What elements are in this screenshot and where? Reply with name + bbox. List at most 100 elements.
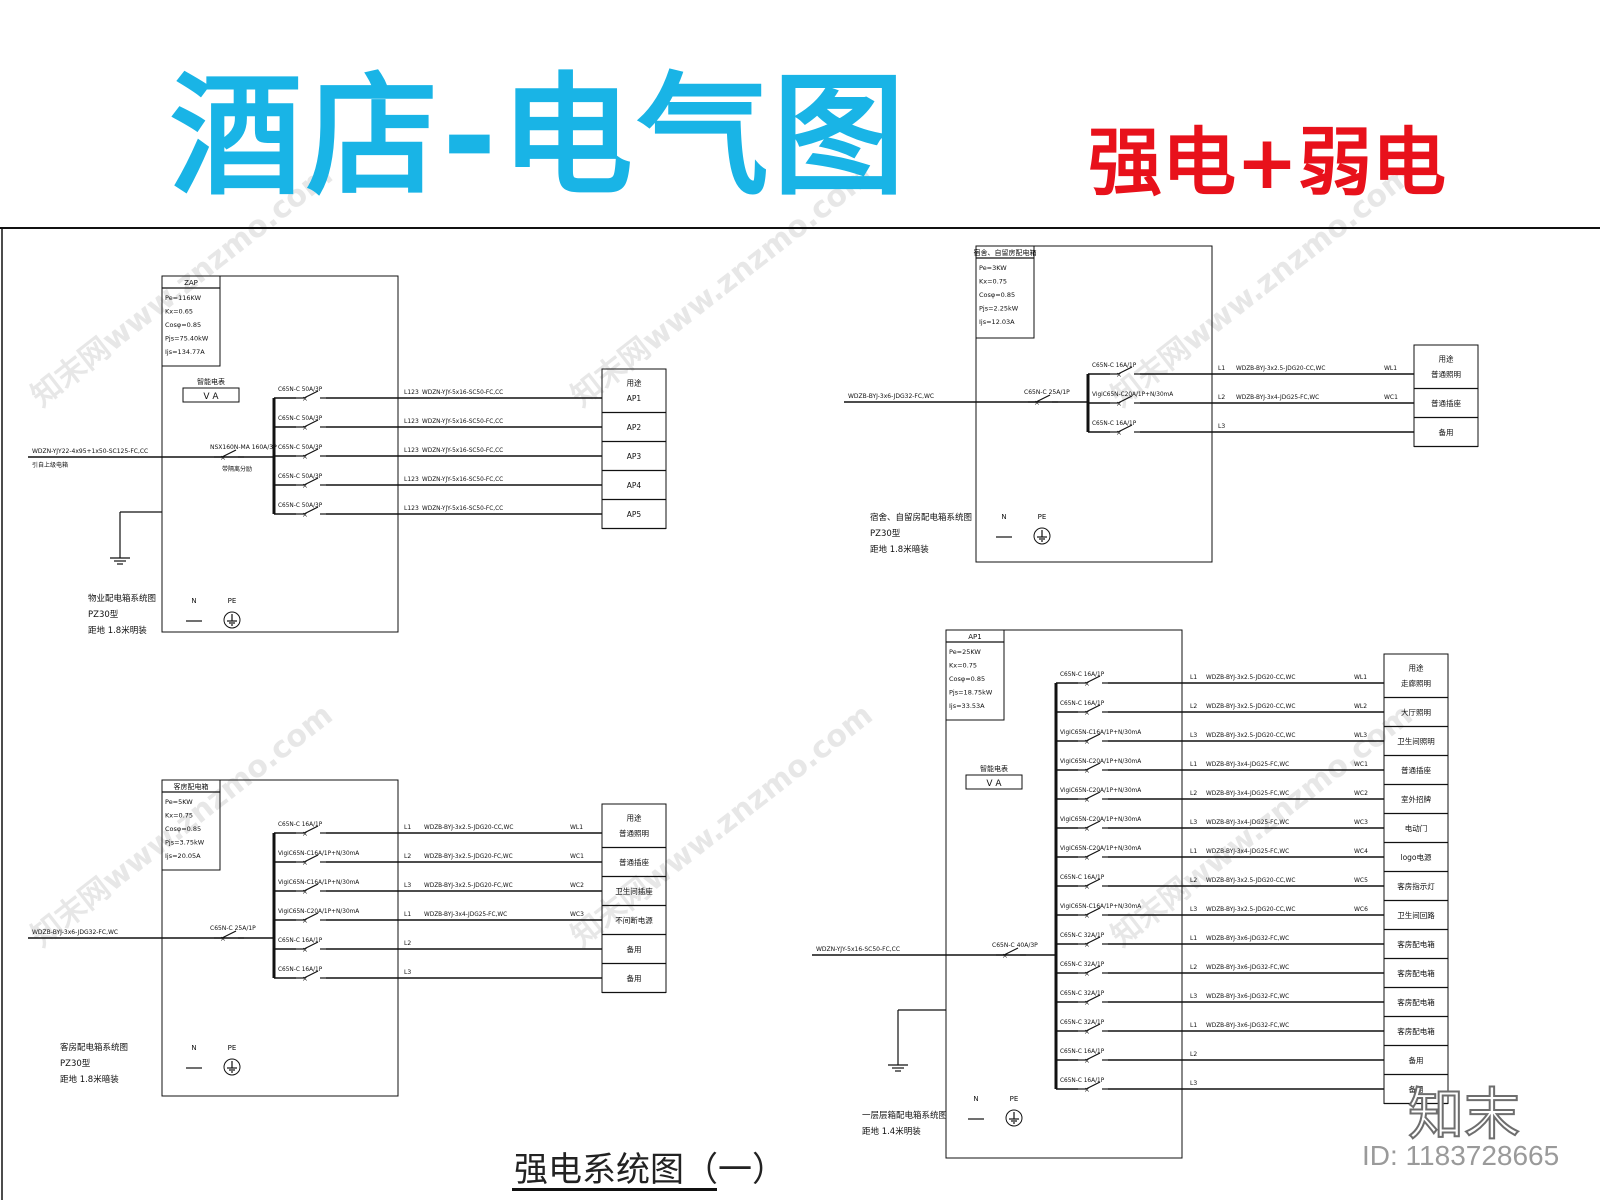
panel-ap1-circuit-7-breaker-blade	[1085, 849, 1101, 858]
panel-guest-circuit-2-breaker-cross: ×	[302, 859, 308, 867]
panel-dorm-circuit-1-breaker-label: C65N-C 16A/1P	[1092, 363, 1137, 369]
panel-guest-circuit-1-breaker-blade	[303, 825, 319, 834]
panel-ap1-meter-text: V A	[986, 779, 1002, 789]
panel-ap1-circuit-15-breaker-label: C65N-C 16A/1P	[1060, 1078, 1105, 1084]
panel-ap1-circuit-4-phase: L1	[1190, 761, 1197, 768]
panel-ap1-circuit-7-breaker-cross: ×	[1084, 854, 1090, 862]
panel-ap1-circuit-2-code: WL2	[1354, 703, 1367, 710]
panel-dorm-n-label: N	[1001, 513, 1006, 521]
panel-ap1-circuit-2-use: 大厅照明	[1401, 707, 1431, 717]
panel-guest-circuit-1-cable: WDZB-BYJ-3x2.5-JDG20-CC,WC	[424, 825, 513, 831]
panel-ap1-circuit-12-use: 客房配电箱	[1397, 997, 1435, 1007]
panel-guest-circuit-5-phase: L2	[404, 940, 411, 947]
panel-ap1-circuit-7-cable: WDZB-BYJ-3x4-JDG25-FC,WC	[1206, 849, 1289, 855]
panel-zap-name: ZAP	[184, 279, 198, 287]
panel-guest-circuit-3-breaker-blade	[303, 883, 319, 892]
panel-ap1-circuit-8-cable: WDZB-BYJ-3x2.5-JDG20-CC,WC	[1206, 878, 1295, 884]
panel-guest-param-table	[161, 779, 221, 871]
panel-ap1-circuit-8-code: WC5	[1354, 877, 1368, 884]
panel-zap-circuit-5-phase: L123	[404, 505, 419, 512]
panel-zap-circuit-3-breaker-label: C65N-C 50A/3P	[278, 445, 323, 451]
panel-zap-caption: 距地 1.8米明装	[88, 625, 147, 636]
panel-ap1-circuit-6-phase: L3	[1190, 819, 1197, 826]
panel-zap-param: Ijs=134.77A	[165, 348, 205, 356]
panel-guest-circuit-2-cable: WDZB-BYJ-3x2.5-JDG20-FC,WC	[424, 854, 513, 860]
panel-ap1-circuit-9-code: WC6	[1354, 906, 1368, 913]
panel-guest-circuit-1-use: 普通照明	[619, 828, 649, 838]
panel-ap1-meter	[965, 774, 1023, 790]
panel-zap-circuit-2-breaker-cross: ×	[302, 424, 308, 432]
panel-ap1-circuit-7-breaker-label: VigiC65N-C20A/1P+N/30mA	[1060, 846, 1141, 852]
panel-ap1-circuit-9-cable: WDZB-BYJ-3x2.5-JDG20-CC,WC	[1206, 907, 1295, 913]
panel-zap-param: Pjs=75.40kW	[165, 335, 209, 343]
panel-ap1-circuit-12-cable: WDZB-BYJ-3x6-JDG32-FC,WC	[1206, 994, 1289, 1000]
panel-ap1-circuit-12-breaker-blade	[1085, 994, 1101, 1003]
watermark-id: ID: 1183728665	[1362, 1140, 1560, 1171]
panel-ap1-circuit-11-breaker-label: C65N-C 32A/1P	[1060, 962, 1105, 968]
panel-ap1-circuit-8-use: 客房指示灯	[1397, 881, 1435, 891]
panel-zap-circuit-4-breaker-cross: ×	[302, 482, 308, 490]
panel-guest-circuit-3-use: 卫生间插座	[615, 886, 653, 896]
panel-ap1-circuit-5-phase: L2	[1190, 790, 1197, 797]
panel-zap-meter-text: V A	[203, 392, 219, 402]
panel-zap-usage-header: 用途	[627, 378, 642, 388]
panel-ap1-circuit-3-phase: L3	[1190, 732, 1197, 739]
panel-guest-incoming-cable: WDZB-BYJ-3x6-JDG32-FC,WC	[32, 929, 118, 936]
drawing-title-underline	[512, 1188, 717, 1191]
panel-dorm-circuit-2-cable: WDZB-BYJ-3x4-JDG25-FC,WC	[1236, 395, 1319, 401]
panel-ap1-circuit-14-use: 备用	[1409, 1055, 1424, 1065]
panel-dorm-circuit-3-use: 备用	[1439, 427, 1454, 437]
panel-ap1-circuit-3-code: WL3	[1354, 732, 1367, 739]
panel-dorm-param: Ijs=12.03A	[979, 318, 1015, 326]
panel-zap-param: Cosφ=0.85	[165, 321, 201, 329]
panel-guest-circuit-5-breaker-blade	[303, 941, 319, 950]
panel-ap1-circuit-1-breaker-blade	[1085, 675, 1101, 684]
panel-ap1-circuit-3-use: 卫生间照明	[1397, 736, 1435, 746]
panel-zap-circuit-4-cable: WDZN-YJY-5x16-SC50-FC,CC	[422, 477, 503, 483]
panel-zap-circuit-4-breaker-label: C65N-C 50A/3P	[278, 474, 323, 480]
panel-dorm-circuit-2-breaker-cross: ×	[1116, 400, 1122, 408]
panel-zap-circuit-2-phase: L123	[404, 418, 419, 425]
panel-guest-circuit-1-breaker-label: C65N-C 16A/1P	[278, 822, 323, 828]
panel-ap1-circuit-1-use: 走廊照明	[1401, 678, 1431, 688]
panel-guest-circuit-6-breaker-label: C65N-C 16A/1P	[278, 967, 323, 973]
panel-zap-circuit-5-breaker-blade	[303, 506, 319, 515]
panel-ap1-circuit-8-breaker-cross: ×	[1084, 883, 1090, 891]
panel-ap1-circuit-10-phase: L1	[1190, 935, 1197, 942]
panel-zap-circuit-3-phase: L123	[404, 447, 419, 454]
panel-ap1-circuit-1-cable: WDZB-BYJ-3x2.5-JDG20-CC,WC	[1206, 675, 1295, 681]
panel-ap1-circuit-4-breaker-cross: ×	[1084, 767, 1090, 775]
panel-ap1-circuit-3-breaker-blade	[1085, 733, 1101, 742]
panel-ap1-circuit-14-breaker-label: C65N-C 16A/1P	[1060, 1049, 1105, 1055]
panel-ap1-incoming-cable: WDZN-YJY-5x16-SC50-FC,CC	[816, 946, 900, 953]
panel-ap1-circuit-4-use: 普通插座	[1401, 765, 1431, 775]
panel-dorm-circuit-2-breaker-blade	[1117, 395, 1133, 404]
panel-dorm-param: Cosφ=0.85	[979, 291, 1015, 299]
panel-dorm-main-breaker-blade	[1035, 394, 1051, 403]
panel-ap1-circuit-5-use: 室外招牌	[1401, 794, 1431, 804]
panel-guest-circuit-3-code: WC2	[570, 882, 584, 889]
panel-ap1-circuit-5-breaker-label: VigiC65N-C20A/1P+N/30mA	[1060, 788, 1141, 794]
panel-guest-pe-label: PE	[228, 1044, 237, 1052]
panel-guest-circuit-4-cable: WDZB-BYJ-3x4-JDG25-FC,WC	[424, 912, 507, 918]
panel-dorm-circuit-3-phase: L3	[1218, 423, 1225, 430]
panel-zap-circuit-5-breaker-cross: ×	[302, 511, 308, 519]
panel-guest-circuit-4-breaker-blade	[303, 912, 319, 921]
panel-ap1-param: Pjs=18.75kW	[949, 689, 993, 697]
panel-zap-circuit-5-cable: WDZN-YJY-5x16-SC50-FC,CC	[422, 506, 503, 512]
panel-ap1-circuit-15-breaker-blade	[1085, 1081, 1101, 1090]
panel-ap1-circuit-4-breaker-label: VigiC65N-C20A/1P+N/30mA	[1060, 759, 1141, 765]
panel-ap1-pe-label: PE	[1010, 1095, 1019, 1103]
panel-ap1-circuit-3-breaker-cross: ×	[1084, 738, 1090, 746]
panel-zap-circuit-4-phase: L123	[404, 476, 419, 483]
panel-ap1-n-label: N	[973, 1095, 978, 1103]
panel-ap1-circuit-8-breaker-blade	[1085, 878, 1101, 887]
panel-guest-circuit-6-breaker-cross: ×	[302, 975, 308, 983]
panel-zap-main-note: 带隔离分励	[222, 465, 252, 473]
panel-guest-circuit-3-breaker-cross: ×	[302, 888, 308, 896]
panel-dorm-param-table	[975, 245, 1035, 339]
panel-dorm-circuit-1-cable: WDZB-BYJ-3x2.5-JDG20-CC,WC	[1236, 366, 1325, 372]
panel-ap1-circuit-15-use: 备用	[1409, 1084, 1424, 1094]
panel-ap1-circuit-6-cable: WDZB-BYJ-3x4-JDG25-FC,WC	[1206, 820, 1289, 826]
